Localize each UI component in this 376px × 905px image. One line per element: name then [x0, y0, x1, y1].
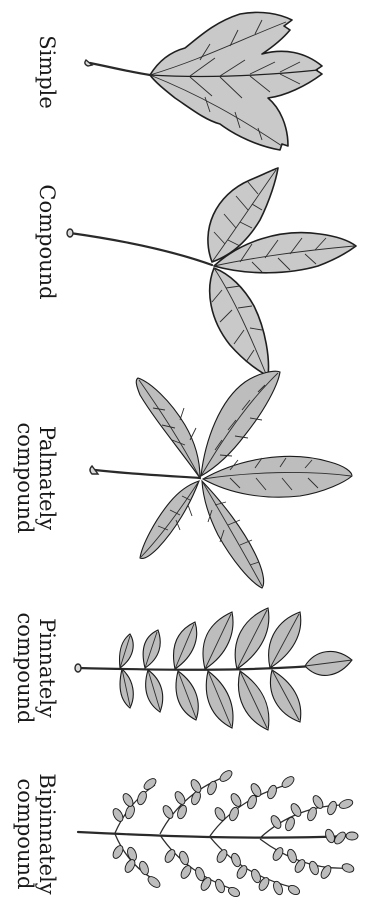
label-simple-line-1: Simple: [35, 35, 59, 109]
label-compound-line-1: Compound: [35, 184, 59, 299]
label-pinnately-compound: Pinnately compound: [13, 613, 59, 724]
palmate-leaflet-5: [140, 481, 199, 559]
label-bipinnately-line-1: Bipinnately: [35, 773, 59, 894]
label-pinnately-line-2: compound: [13, 613, 37, 724]
label-simple: Simple: [35, 35, 59, 109]
label-palmately-line-2: compound: [13, 423, 37, 534]
label-compound: Compound: [35, 184, 59, 299]
bipinnate-leaflets: [111, 768, 358, 898]
palmately-compound-leaf: [90, 371, 352, 588]
label-pinnately-line-1: Pinnately: [35, 618, 59, 718]
simple-leaf: [85, 12, 322, 150]
palmate-leaflet-3: [203, 456, 352, 497]
label-palmately-line-1: Palmately: [35, 426, 59, 530]
bipinnately-compound-leaf: [78, 768, 358, 898]
label-palmately-compound: Palmately compound: [13, 423, 59, 534]
compound-leaf: [67, 168, 356, 376]
label-bipinnately-compound: Bipinnately compound: [13, 773, 59, 894]
label-bipinnately-line-2: compound: [13, 779, 37, 890]
palmate-leaflet-1: [136, 378, 200, 478]
pinnately-compound-leaf: [75, 608, 352, 730]
